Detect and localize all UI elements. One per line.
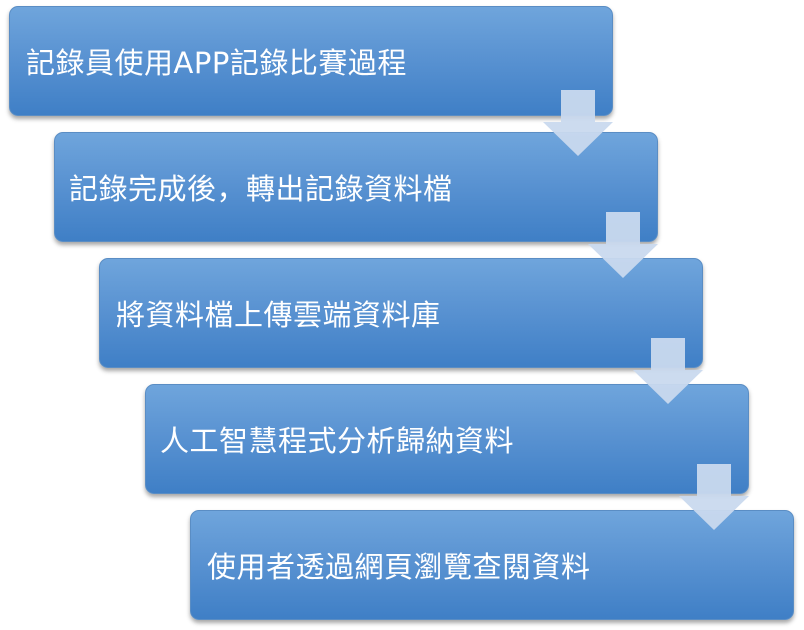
process-step-1: 記錄員使用APP記錄比賽過程 [9,6,613,116]
down-arrow-icon [543,90,613,156]
process-step-3: 將資料檔上傳雲端資料庫 [99,258,703,368]
step-label: 記錄員使用APP記錄比賽過程 [26,46,407,80]
step-label: 記錄完成後，轉出記錄資料檔 [69,172,453,206]
step-label: 人工智慧程式分析歸納資料 [160,424,515,458]
process-step-4: 人工智慧程式分析歸納資料 [145,384,749,494]
down-arrow-icon [679,464,749,530]
down-arrow-icon [588,212,658,278]
step-label: 將資料檔上傳雲端資料庫 [116,298,441,332]
process-step-5: 使用者透過網頁瀏覽查閱資料 [190,510,794,620]
step-label: 使用者透過網頁瀏覽查閱資料 [207,550,591,584]
down-arrow-icon [633,338,703,404]
process-step-2: 記錄完成後，轉出記錄資料檔 [54,132,658,242]
